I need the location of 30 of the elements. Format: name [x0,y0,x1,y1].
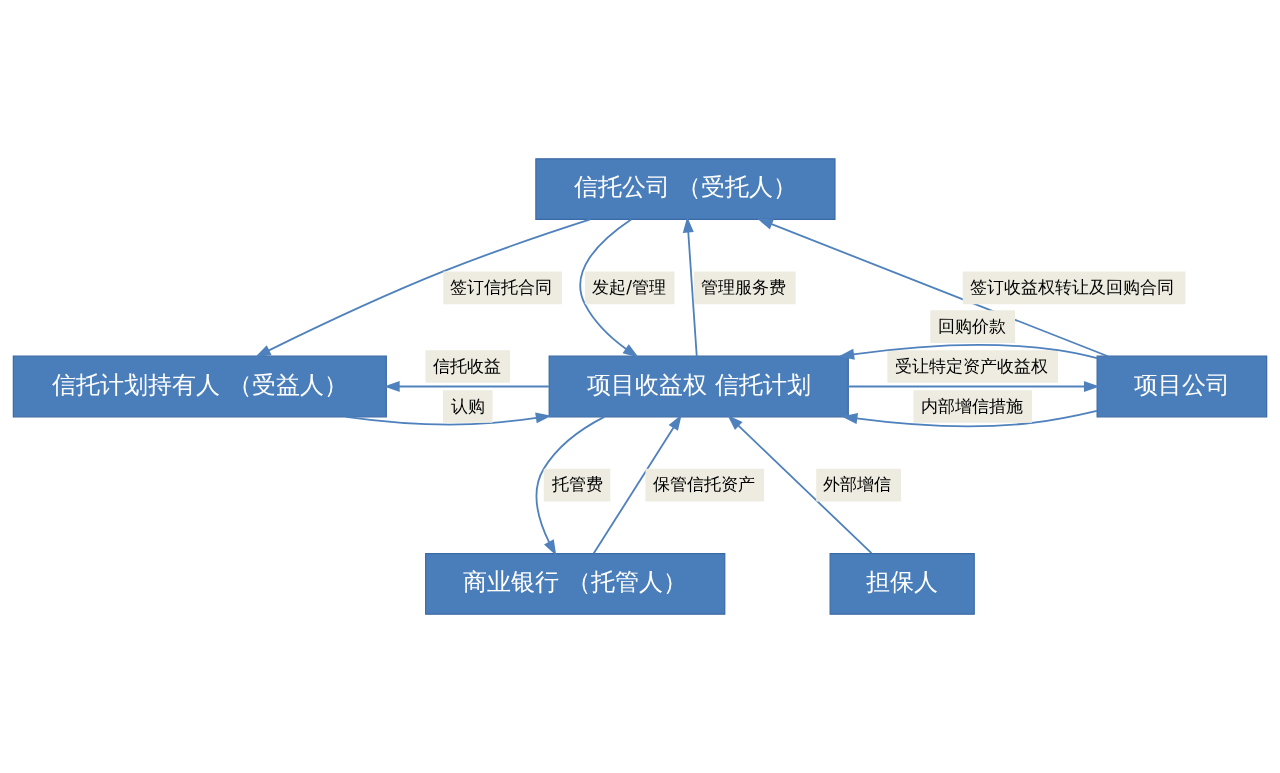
arrow [841,409,1098,428]
node-box: 商业银行 （托管人） [425,553,726,615]
node-box: 担保人 [829,553,975,615]
edge-label: 内部增信措施 [920,395,1023,416]
node-box: 项目收益权 信托计划 [548,355,849,418]
arrow [757,218,1109,358]
arrow [535,416,606,556]
edge-label: 保管信托资产 [652,474,755,495]
arrow [727,415,873,555]
arrow [579,218,639,358]
edge-label: 认购 [450,395,485,416]
edge-label: 签订信托合同 [450,276,553,297]
edge-label: 外部增信 [823,474,892,495]
arrow [682,216,698,358]
edge-label: 托管费 [551,474,603,495]
arrow [255,218,592,358]
node-box: 项目公司 [1096,355,1268,418]
edge-label: 回购价款 [937,315,1006,336]
arrow [847,380,1100,393]
edge-label: 信托收益 [432,355,501,376]
edge-label: 管理服务费 [701,276,787,297]
arrow [838,344,1098,360]
arrow [383,380,550,393]
arrow [345,412,552,426]
node-box: 信托计划持有人 （受益人） [12,355,387,418]
node-box: 信托公司 （受托人） [535,158,836,220]
edge-label: 发起/管理 [592,276,666,297]
edge-label: 签订收益权转让及回购合同 [969,276,1174,297]
arrow [592,414,682,555]
edge-label: 受让特定资产收益权 [895,355,1049,376]
